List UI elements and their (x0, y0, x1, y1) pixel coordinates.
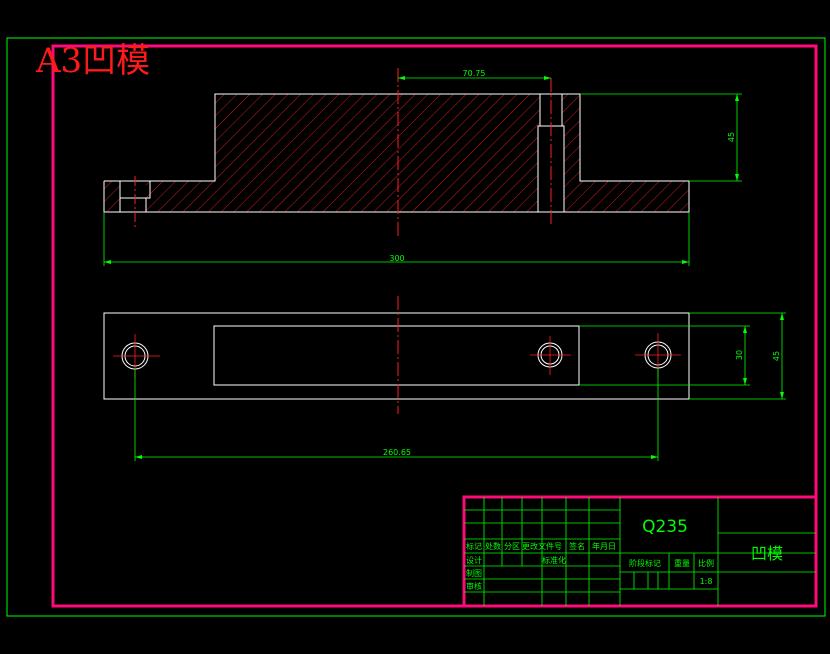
dim-hole-spacing: 260.65 (134, 368, 659, 461)
tb-review-label: 审核 (466, 581, 482, 591)
section-hatch-main (146, 94, 540, 212)
outer-frame (6, 37, 826, 617)
tb-header-date: 年月日 (592, 541, 616, 551)
tb-scale-value: 1:8 (700, 577, 713, 586)
section-hatch-left (104, 181, 120, 212)
dim-top-width: 70.75 (398, 69, 551, 80)
counterbore-left (119, 180, 151, 212)
dim-overall-length-label: 300 (389, 254, 404, 263)
dim-slot-height: 30 (579, 325, 750, 386)
tb-standard-label: 标准化 (542, 555, 566, 565)
tb-stage-label: 阶段标记 (629, 558, 661, 568)
tb-weight-label: 重量 (674, 558, 690, 568)
front-section-view: 70.75 45 300 (103, 68, 742, 266)
dim-step-height: 45 (580, 93, 742, 182)
tb-header-signature: 签名 (569, 541, 585, 551)
dim-plate-height-label: 45 (772, 351, 781, 361)
tb-drawing-label: 制图 (466, 568, 482, 578)
tb-material: Q235 (642, 517, 688, 537)
tb-header-count: 处数 (485, 541, 501, 551)
top-view: 30 45 260.65 (103, 296, 786, 461)
tb-header-zone: 分区 (504, 542, 520, 551)
tb-header-change-doc: 更改文件号 (522, 541, 562, 551)
title-block: 标记 处数 分区 更改文件号 签名 年月日 设计 标准化 制图 审核 阶段标记 … (462, 495, 818, 608)
part-outline-front (103, 93, 690, 213)
tb-header-mark: 标记 (466, 541, 482, 551)
dim-slot-height-label: 30 (735, 350, 744, 360)
dim-plate-height: 45 (689, 312, 786, 400)
dim-step-height-label: 45 (727, 132, 736, 142)
drawing-border (51, 44, 818, 608)
tb-design-label: 设计 (466, 555, 482, 565)
dim-overall-length: 300 (103, 212, 690, 266)
dim-hole-spacing-label: 260.65 (383, 448, 411, 457)
plate-outline (103, 312, 690, 400)
slot-outline (213, 325, 580, 386)
hole-middle (530, 336, 571, 375)
dim-top-width-label: 70.75 (463, 69, 486, 78)
tb-part-name: 凹模 (751, 544, 783, 563)
sheet-title: A3凹模 (35, 41, 150, 81)
hole-left (113, 334, 160, 378)
title-block-frame (462, 495, 818, 608)
tb-scale-label: 比例 (698, 558, 714, 568)
section-hatch-right (562, 94, 689, 212)
